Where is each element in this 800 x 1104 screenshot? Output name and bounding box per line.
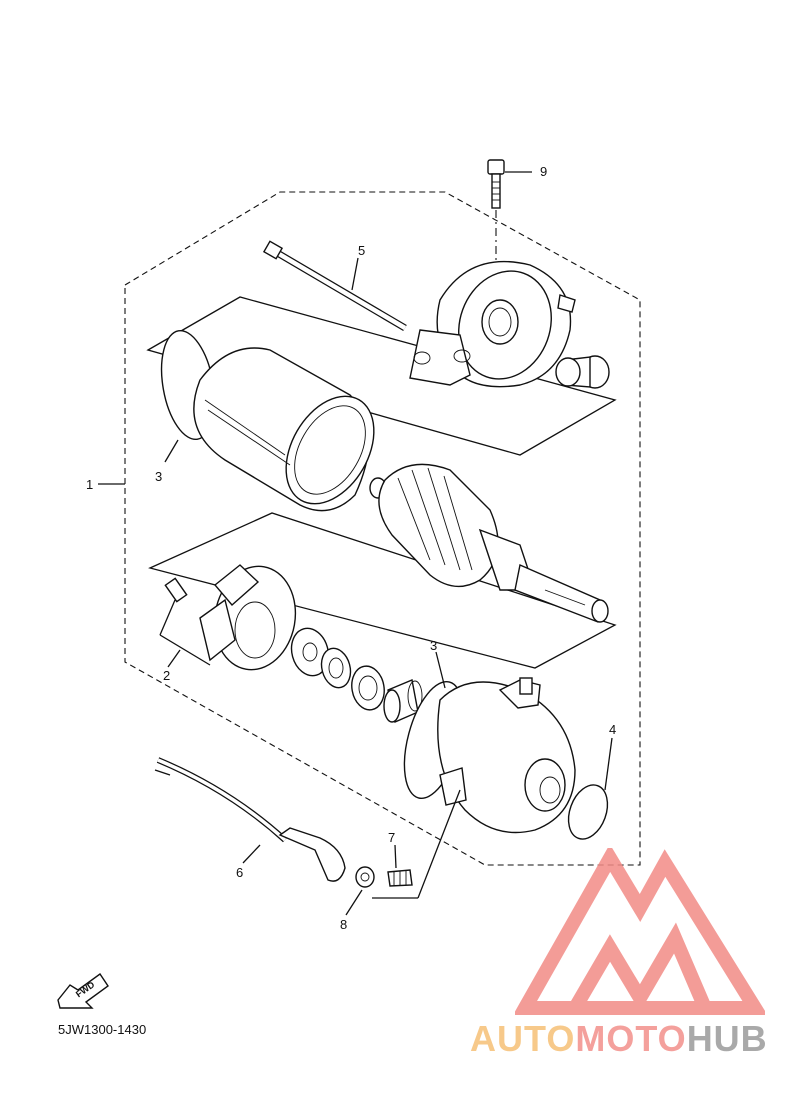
end-cover <box>437 677 576 834</box>
callout-1: 1 <box>86 477 93 492</box>
group-frame-upper <box>146 296 617 456</box>
watermark-hub: HUB <box>686 1018 768 1059</box>
callout-8: 8 <box>340 917 347 932</box>
motor-yoke <box>193 347 375 512</box>
bushing <box>555 355 610 389</box>
callout-4: 4 <box>609 722 616 737</box>
callout-6: 6 <box>236 865 243 880</box>
leader-lines <box>98 171 613 916</box>
nut-part-8 <box>355 866 375 888</box>
diagram-code: 5JW1300-1430 <box>58 1022 146 1037</box>
callout-9: 9 <box>540 164 547 179</box>
callout-7: 7 <box>388 830 395 845</box>
callout-5: 5 <box>358 243 365 258</box>
group-frame-lower <box>148 512 617 669</box>
automotohub-logo-icon <box>515 848 765 1015</box>
brush-holder-plate <box>159 564 297 671</box>
front-cover-bracket <box>409 260 576 388</box>
through-bolt-part-5 <box>262 240 407 332</box>
lead-wire-part-6 <box>154 757 346 882</box>
screw-part-7 <box>387 869 413 887</box>
callout-3-upper: 3 <box>155 469 162 484</box>
o-ring-part-4 <box>567 784 609 840</box>
washer-large <box>290 627 330 677</box>
oil-seal <box>351 665 385 711</box>
automotohub-watermark: AUTOMOTOHUB <box>470 1018 768 1060</box>
watermark-auto: AUTO <box>470 1018 576 1059</box>
armature <box>369 463 609 623</box>
watermark-moto: MOTO <box>575 1018 687 1059</box>
washer-small <box>320 647 352 689</box>
needle-bearing <box>383 679 423 723</box>
callout-3-lower: 3 <box>430 638 437 653</box>
callout-2: 2 <box>163 668 170 683</box>
assembly-boundary <box>124 191 641 866</box>
fwd-arrow-icon: FWD <box>57 973 109 1009</box>
